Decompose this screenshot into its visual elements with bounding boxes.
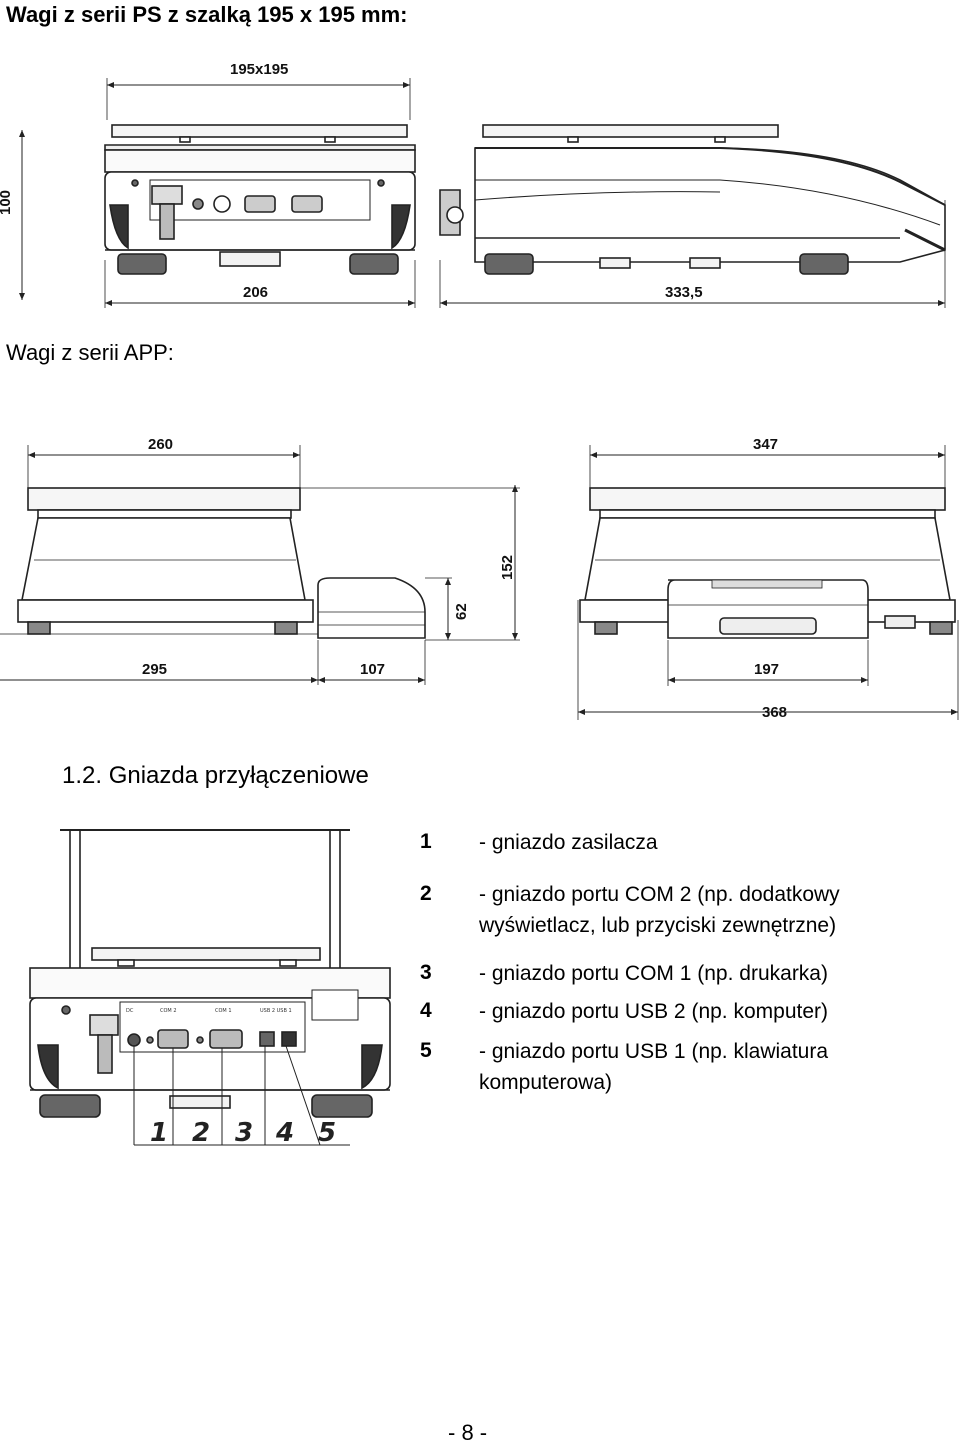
dim-ps-width: 195x195 bbox=[230, 61, 288, 78]
dim-ps-height: 100 bbox=[0, 190, 14, 215]
socket-description: - gniazdo zasilacza bbox=[479, 831, 658, 854]
port-number-2: 2 bbox=[192, 1118, 210, 1148]
socket-number: 1 bbox=[420, 830, 432, 853]
section-title: 1.2. Gniazda przyłączeniowe bbox=[62, 762, 369, 789]
dim-app-h1: 152 bbox=[499, 555, 516, 580]
dim-app-b2: 107 bbox=[360, 661, 385, 678]
dim-app-b4: 368 bbox=[762, 704, 787, 721]
socket-number: 5 bbox=[420, 1039, 432, 1062]
app-side-view bbox=[0, 445, 520, 685]
port-number-4: 4 bbox=[275, 1118, 294, 1148]
svg-text:COM 2: COM 2 bbox=[160, 1008, 177, 1014]
dim-app-w1: 260 bbox=[148, 436, 173, 453]
socket-number: 4 bbox=[420, 999, 432, 1022]
socket-number: 2 bbox=[420, 882, 432, 905]
ps-series-heading: Wagi z serii PS z szalką 195 x 195 mm: bbox=[6, 2, 408, 27]
app-series-heading: Wagi z serii APP: bbox=[6, 340, 174, 365]
dim-ps-base: 206 bbox=[243, 284, 268, 301]
socket-description: - gniazdo portu USB 1 (np. klawiatura ko… bbox=[479, 1040, 829, 1094]
ps-side-view bbox=[439, 124, 946, 308]
socket-description: - gniazdo portu COM 2 (np. dodatkowy wyś… bbox=[479, 883, 840, 937]
port-number-1: 1 bbox=[150, 1118, 168, 1148]
ps-front-view bbox=[19, 78, 416, 308]
svg-text:COM 1: COM 1 bbox=[215, 1008, 232, 1014]
socket-description: - gniazdo portu USB 2 (np. komputer) bbox=[479, 1000, 829, 1023]
dim-app-w2: 347 bbox=[753, 436, 778, 453]
page-number: - 8 - bbox=[448, 1420, 488, 1445]
svg-text:USB 2 USB 1: USB 2 USB 1 bbox=[260, 1008, 292, 1014]
dim-app-b3: 197 bbox=[754, 661, 779, 678]
socket-description: - gniazdo portu COM 1 (np. drukarka) bbox=[479, 962, 828, 985]
app-front-view bbox=[577, 445, 959, 720]
sockets-rear-view: DC COM 2 COM 1 USB 2 USB 1 bbox=[29, 829, 391, 1146]
dim-app-b1: 295 bbox=[142, 661, 167, 678]
dim-ps-depth: 333,5 bbox=[665, 284, 703, 301]
socket-number: 3 bbox=[420, 961, 432, 984]
svg-text:DC: DC bbox=[126, 1008, 134, 1014]
port-number-3: 3 bbox=[235, 1118, 253, 1148]
port-number-5: 5 bbox=[318, 1118, 336, 1148]
dim-app-h2: 62 bbox=[453, 603, 470, 620]
